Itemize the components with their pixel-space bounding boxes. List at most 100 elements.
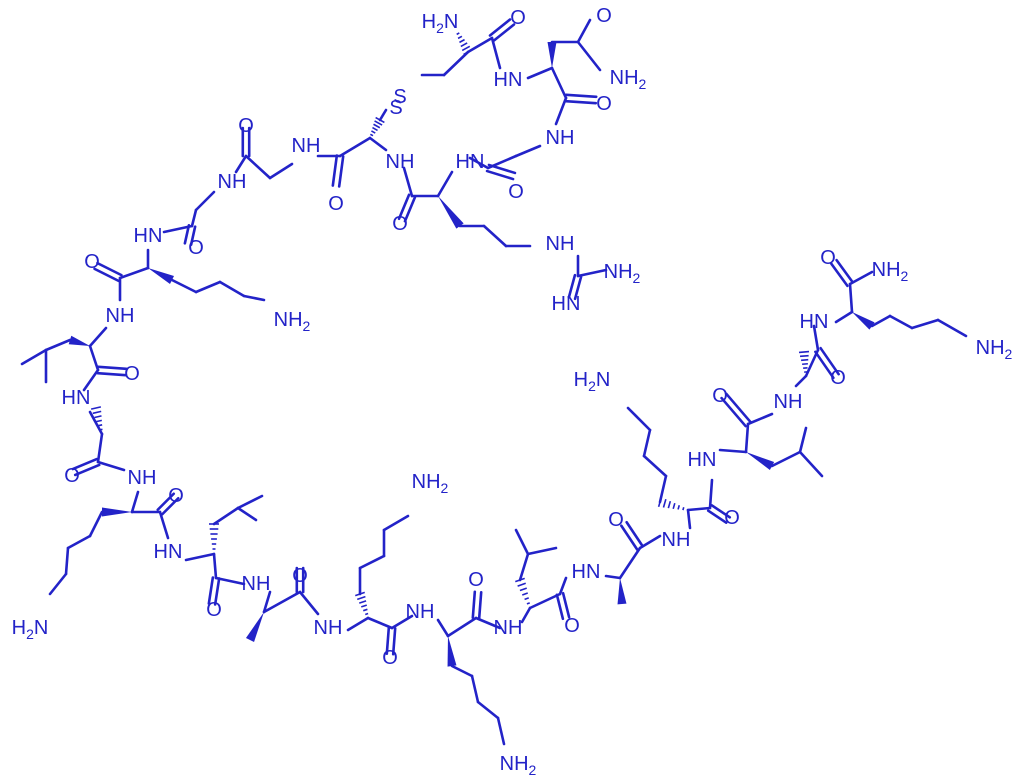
carbonyl-oxygen: O (724, 507, 740, 529)
carbonyl-oxygen: O (508, 181, 524, 203)
bond (770, 450, 802, 468)
hashed-bond (369, 116, 385, 137)
atom-label-arg-side-hn: HN (552, 293, 581, 315)
hashed-bond (355, 591, 369, 616)
bond (234, 154, 248, 174)
double-bond (488, 18, 512, 37)
atom-label-leu1-nh: NH (106, 305, 135, 327)
bond (366, 616, 394, 630)
bond (236, 494, 264, 510)
wedge-bond (746, 452, 775, 470)
bond (450, 664, 474, 678)
atom-label-lys4-nh: NH (406, 601, 435, 623)
bond (518, 552, 530, 582)
atom-label-gly-nh: NH (546, 127, 575, 149)
double-bond (156, 492, 176, 512)
bond (576, 40, 602, 72)
atom-label-c-term-nh2: NH2 (872, 259, 909, 284)
bond (194, 280, 222, 294)
atom-label-cys-nh: NH (386, 151, 415, 173)
double-bond (835, 258, 854, 284)
atom-label-lys4-nh2: NH2 (500, 753, 537, 778)
atom-label-lys3-nh2: NH2 (412, 471, 449, 496)
double-bond (487, 163, 517, 175)
double-bond (73, 463, 101, 477)
bond (718, 448, 748, 454)
bond-lines (20, 18, 968, 746)
bond (402, 166, 414, 198)
bond (212, 506, 240, 526)
bond (514, 144, 542, 158)
bond (382, 514, 410, 532)
carbonyl-oxygen: O (328, 193, 344, 215)
carbonyl-oxygen: O (206, 599, 222, 621)
bond (268, 162, 294, 180)
atom-label-leu3-nh: NH (494, 617, 523, 639)
hashed-bond (515, 577, 531, 605)
bond (96, 460, 126, 472)
double-bond (96, 371, 128, 377)
bond (812, 324, 820, 352)
wedge-bond (547, 42, 557, 68)
bond (162, 224, 194, 234)
carbonyl-oxygen: O (596, 5, 612, 27)
bond (468, 156, 490, 170)
bond (642, 454, 668, 478)
double-bond (477, 590, 483, 620)
atom-label-lys5-nh: NH (662, 529, 691, 551)
bond (88, 510, 104, 538)
carbonyl-oxygen: O (238, 115, 254, 137)
carbonyl-oxygen: O (168, 485, 184, 507)
bond (708, 478, 714, 510)
bond (96, 432, 104, 464)
double-bond (720, 396, 747, 428)
wedge-bond (68, 335, 90, 346)
atom-label-arg-side-nh2: NH2 (604, 261, 641, 286)
bond (936, 318, 968, 338)
atom-label-ala4-nh: NH (774, 391, 803, 413)
bond (848, 282, 854, 314)
carbonyl-oxygen: O (820, 247, 836, 269)
atom-label-amide-nh2-asn: NH2 (610, 67, 647, 92)
bond (82, 368, 100, 392)
bond (298, 590, 320, 616)
atom-label-lys2-nh2: H2N (12, 617, 49, 642)
bond (262, 590, 302, 614)
double-bond (183, 224, 191, 245)
bond (686, 506, 712, 512)
carbonyl-oxygen: O (468, 569, 484, 591)
bond (638, 534, 662, 550)
bond (642, 428, 652, 458)
bond (158, 510, 170, 540)
bond (470, 674, 480, 704)
double-bond (93, 267, 120, 283)
bond (64, 546, 70, 576)
bond (88, 344, 100, 372)
bond (744, 422, 750, 454)
carbonyl-oxygen: O (712, 385, 728, 407)
bond (658, 474, 668, 504)
carbonyl-oxygen: O (124, 363, 140, 385)
atom-label-lys6-nh: HN (800, 311, 829, 333)
bond (618, 546, 642, 580)
bond (476, 700, 500, 720)
bond (242, 294, 266, 302)
atom-label-leu4-nh: HN (688, 449, 717, 471)
bond (170, 278, 198, 294)
double-bond (814, 350, 835, 380)
bond (236, 506, 258, 522)
double-bond (160, 496, 180, 516)
bond (346, 616, 370, 632)
bond (368, 136, 388, 152)
double-bond (830, 262, 849, 288)
double-bond (189, 225, 197, 246)
bond (746, 412, 774, 426)
double-bond (564, 99, 598, 105)
bond (888, 314, 914, 330)
bond (558, 576, 568, 596)
double-bond (397, 193, 411, 221)
double-bond (71, 457, 99, 471)
double-bond (573, 275, 583, 301)
double-bond (725, 392, 752, 424)
wedge-bond (102, 507, 132, 517)
